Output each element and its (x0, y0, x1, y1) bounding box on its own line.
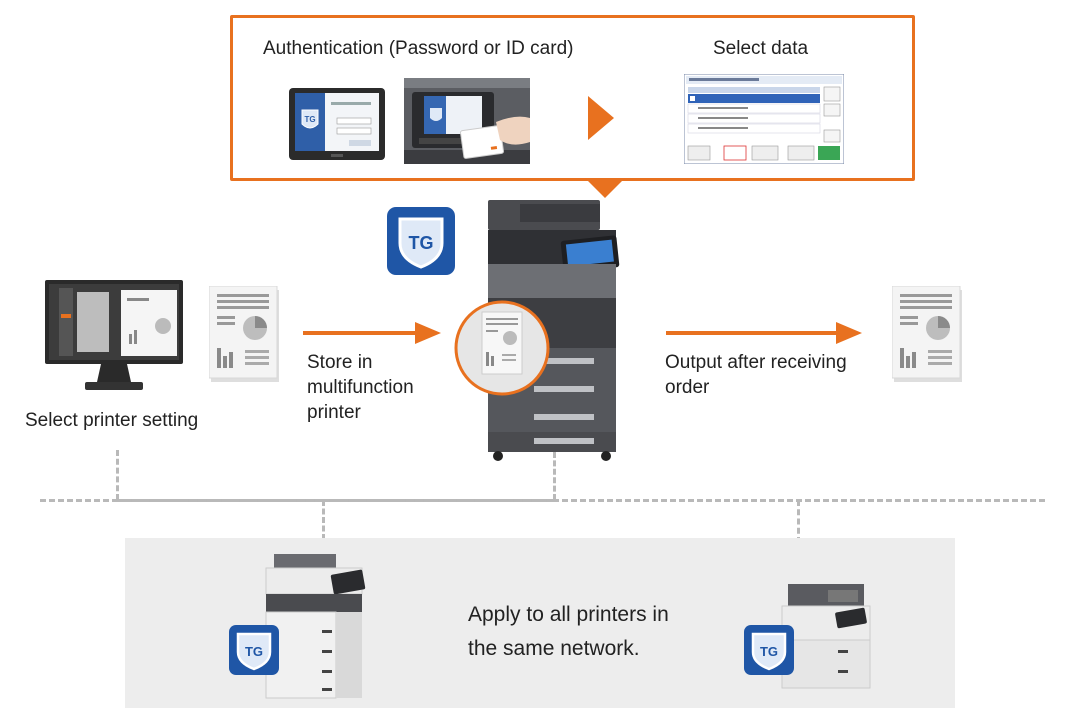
connector-mfp (553, 452, 556, 500)
auth-label: Authentication (Password or ID card) (263, 38, 574, 59)
shield-text-left: TG (245, 644, 263, 659)
output-label: Output after receiving order (665, 352, 847, 398)
output-document-icon (892, 286, 962, 382)
store-label: Store in multifunction printer (307, 352, 414, 423)
network-printer-right-icon (781, 584, 871, 689)
stored-document-circle (454, 300, 550, 396)
tablet-icon: TG (289, 88, 385, 160)
select-data-screen-icon (684, 74, 844, 164)
shield-tg-icon: TG (387, 207, 455, 275)
select-data-label: Select data (713, 38, 809, 59)
svg-text:TG: TG (304, 115, 315, 124)
id-card-reader-icon (404, 78, 530, 164)
connector-monitor (116, 450, 119, 500)
arrow-right-icon-2 (666, 322, 862, 344)
select-setting-label: Select printer setting (25, 410, 199, 431)
document-icon (209, 286, 279, 382)
shield-tg-icon-right: TG (744, 625, 794, 675)
shield-tg-icon-left: TG (229, 625, 279, 675)
apply-label: Apply to all printers in the same networ… (468, 603, 669, 660)
id-card-icon (460, 125, 504, 159)
arrow-right-icon (303, 322, 441, 344)
shield-text: TG (409, 233, 434, 253)
network-branch (116, 499, 556, 502)
shield-text-right: TG (760, 644, 778, 659)
callout-pointer (585, 178, 625, 198)
play-arrow-icon (588, 96, 614, 140)
monitor-icon (45, 280, 183, 390)
connector-printer-left (322, 500, 325, 540)
